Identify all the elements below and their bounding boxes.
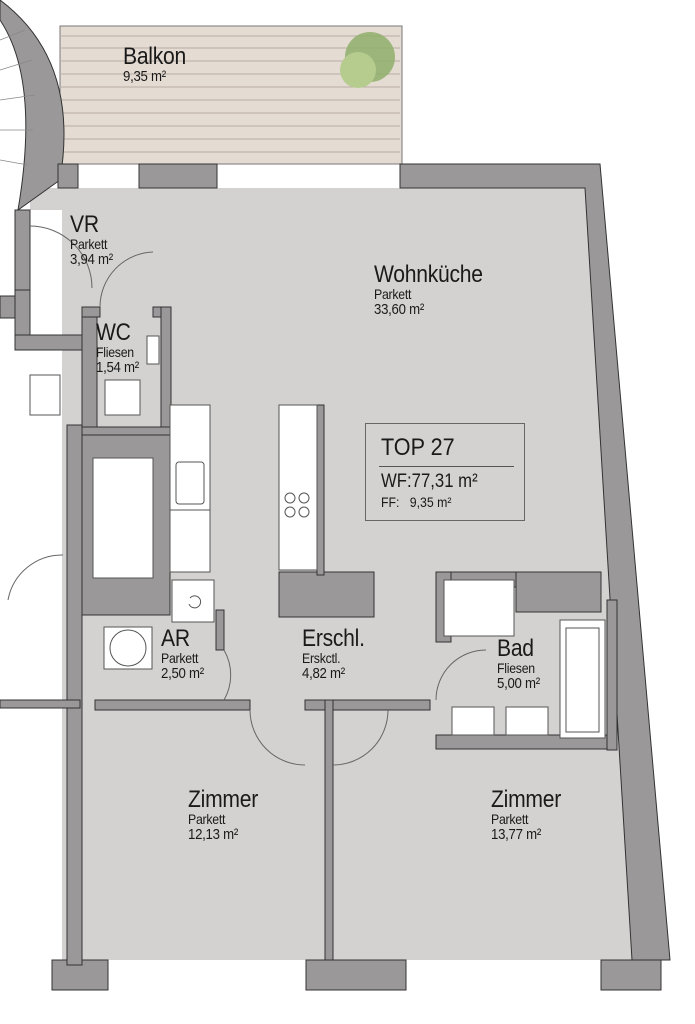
unit-title: TOP 27 (381, 434, 455, 461)
balcony-deck (59, 25, 403, 165)
plant-icon (340, 32, 395, 88)
room-name: WC (96, 319, 131, 346)
room-area: 1,54 m² (96, 358, 139, 376)
room-name: Balkon (123, 43, 187, 70)
room-material: Parkett (70, 236, 108, 253)
room-name: Bad (497, 635, 534, 662)
room-label-zimmer-2: Zimmer Parkett 13,77 m² (491, 787, 571, 843)
room-label-wohnkueche: Wohnküche Parkett 33,60 m² (374, 262, 498, 318)
room-material: Fliesen (96, 344, 134, 361)
room-area: 13,77 m² (491, 825, 541, 843)
room-label-vr: VR Parkett 3,94 m² (70, 212, 119, 268)
room-material: Parkett (374, 286, 412, 303)
room-name: AR (161, 625, 190, 652)
room-name: Erschl. (302, 625, 365, 652)
staircase (0, 0, 65, 212)
ff-label: FF: (381, 494, 400, 510)
ff-value: 9,35 m² (409, 494, 452, 510)
unit-summary-box: TOP 27 WF:77,31 m² FF: 9,35 m² (365, 423, 525, 521)
room-area: 2,50 m² (161, 664, 204, 682)
room-label-bad: Bad Fliesen 5,00 m² (497, 636, 546, 692)
room-label-ar: AR Parkett 2,50 m² (161, 626, 210, 682)
room-label-balkon: Balkon 9,35 m² (123, 44, 195, 85)
wf-label: WF: (381, 471, 412, 492)
room-name: Wohnküche (374, 261, 483, 288)
walls (0, 163, 671, 991)
outdoor-area: FF: 9,35 m² (381, 494, 452, 510)
living-area: WF:77,31 m² (381, 471, 478, 493)
room-name: VR (70, 211, 99, 238)
room-area: 3,94 m² (70, 250, 113, 268)
room-material: Parkett (188, 811, 226, 828)
room-material: Erskctl. (302, 650, 341, 667)
room-name: Zimmer (188, 786, 258, 813)
room-name: Zimmer (491, 786, 561, 813)
room-area: 9,35 m² (123, 68, 166, 86)
room-area: 33,60 m² (374, 300, 424, 318)
room-label-erschl: Erschl. Erskctl. 4,82 m² (302, 626, 373, 682)
room-area: 4,82 m² (302, 664, 345, 682)
room-label-wc: WC Fliesen 1,54 m² (96, 320, 145, 376)
appliance-symbols (109, 461, 600, 733)
divider (379, 466, 514, 467)
room-material: Parkett (161, 650, 199, 667)
room-area: 12,13 m² (188, 825, 238, 843)
fixtures (29, 335, 606, 739)
room-material: Fliesen (497, 660, 535, 677)
room-area: 5,00 m² (497, 674, 540, 692)
room-material: Parkett (491, 811, 529, 828)
door-swings (7, 225, 487, 766)
wf-value: 77,31 m² (411, 471, 478, 492)
room-label-zimmer-1: Zimmer Parkett 12,13 m² (188, 787, 268, 843)
